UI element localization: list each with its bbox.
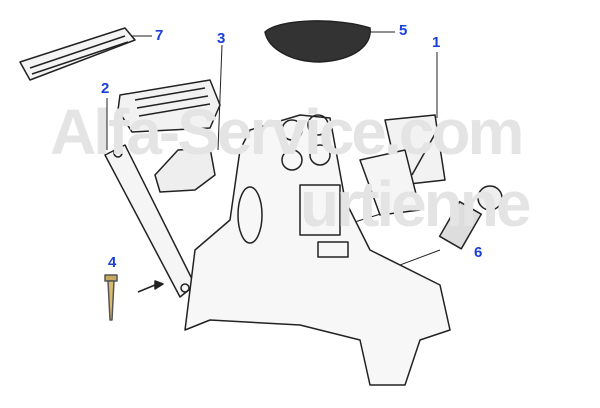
ashtray-part (117, 79, 221, 193)
gear-boot-part (264, 20, 371, 63)
callout-5: 5 (399, 22, 408, 39)
watermark-line2: urtienne (300, 168, 531, 240)
callout-3: 3 (217, 30, 226, 47)
callout-2: 2 (101, 80, 110, 97)
center-console-part (184, 114, 451, 386)
screw-part (104, 274, 164, 321)
callout-6: 6 (474, 244, 483, 261)
shifter-frame-part (359, 114, 446, 216)
callout-7: 7 (155, 27, 164, 44)
cigarette-lighter-part (438, 185, 503, 250)
callout-1: 1 (432, 34, 441, 51)
callout-4: 4 (108, 254, 117, 271)
vent-grille-part (19, 27, 136, 81)
watermark-line1: Alfa-Service.com (50, 96, 524, 168)
